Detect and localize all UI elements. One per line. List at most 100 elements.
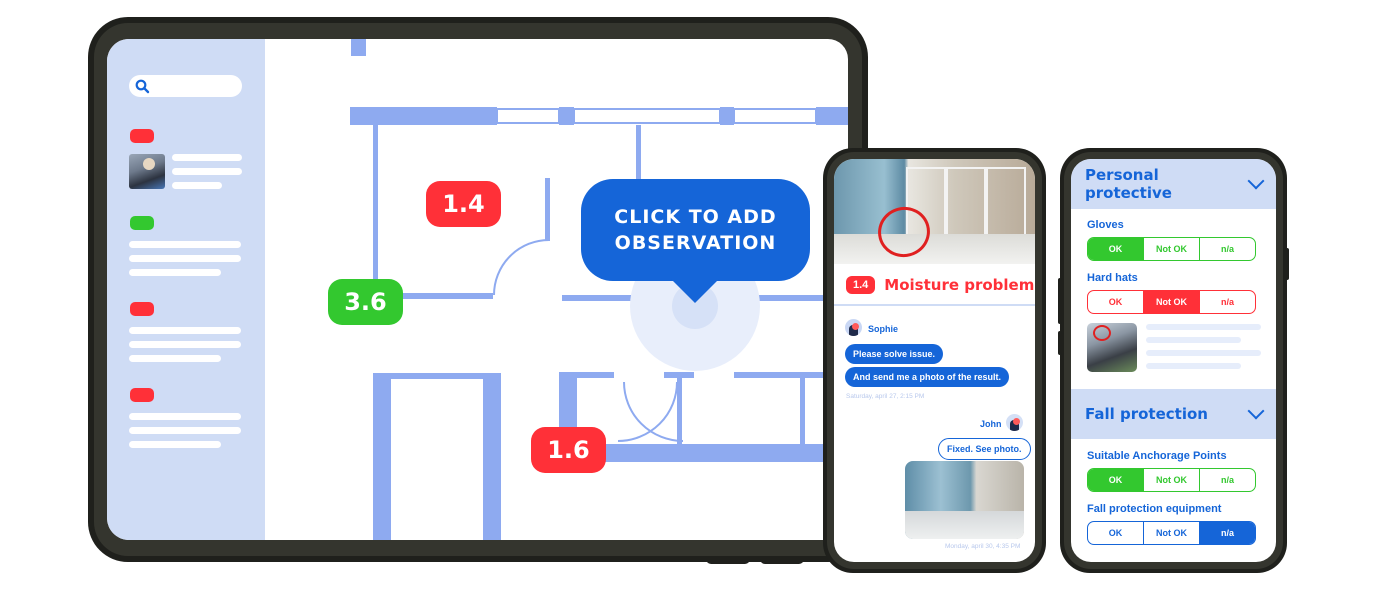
window-frame (946, 167, 986, 237)
answer-selector-fall-protection-equipment: OK Not OK n/a (1087, 521, 1256, 545)
observation-pin-1-4[interactable]: 1.4 (426, 181, 501, 227)
text-placeholder-line (1146, 350, 1261, 356)
callout-line-2: OBSERVATION (614, 232, 777, 254)
power-button (1285, 248, 1289, 280)
wall (733, 295, 848, 301)
text-placeholder-line (129, 355, 221, 362)
volume-button (1058, 278, 1062, 324)
option-na[interactable]: n/a (1199, 522, 1255, 544)
answer-selector-anchorage-points: OK Not OK n/a (1087, 468, 1256, 492)
section-header-personal-protective[interactable]: Personal protective (1071, 159, 1276, 209)
wall (734, 372, 848, 378)
wall (720, 107, 734, 125)
floor-plan-canvas[interactable]: CLICK TO ADD OBSERVATION 1.4 3.6 1.6 (265, 39, 848, 540)
search-input[interactable] (129, 75, 242, 97)
wall (559, 372, 577, 432)
status-tag-red (130, 129, 154, 143)
option-ok[interactable]: OK (1108, 528, 1123, 538)
chevron-down-icon[interactable] (1247, 172, 1265, 190)
issue-title: Moisture problem (884, 276, 1035, 294)
checklist-screen: Personal protective Gloves OK Not OK n/a… (1071, 159, 1276, 562)
wall (373, 373, 391, 540)
text-placeholder-line (129, 341, 241, 348)
text-placeholder-line (1146, 324, 1261, 330)
hard-hat-photo[interactable] (1087, 323, 1137, 372)
window (733, 108, 817, 124)
chat-phone: 1.4 Moisture problem Sophie Please solve… (823, 148, 1046, 573)
tablet-foot (706, 559, 750, 564)
issue-header: 1.4 Moisture problem (846, 276, 1034, 294)
status-tag-green (130, 216, 154, 230)
option-not-ok[interactable]: Not OK (1143, 291, 1199, 313)
wall (800, 375, 805, 449)
observation-pin-1-6[interactable]: 1.6 (531, 427, 606, 473)
text-placeholder-line (129, 427, 241, 434)
answer-selector-hard-hats: OK Not OK n/a (1087, 290, 1256, 314)
option-not-ok[interactable]: Not OK (1143, 238, 1199, 260)
callout-line-1: CLICK TO ADD (614, 206, 777, 228)
message-bubble: And send me a photo of the result. (845, 367, 1010, 387)
divider (834, 304, 1035, 306)
text-placeholder-line (129, 327, 241, 334)
wall (545, 178, 550, 241)
option-not-ok[interactable]: Not OK (1143, 469, 1199, 491)
issue-photo[interactable] (834, 159, 1035, 264)
sender-name: Sophie (868, 324, 899, 334)
wall (393, 293, 493, 299)
message-bubble: Please solve issue. (845, 344, 944, 364)
section-title: Personal protective (1085, 166, 1172, 202)
option-ok[interactable]: OK (1088, 469, 1143, 491)
wall (605, 444, 848, 462)
wall (350, 107, 497, 125)
problem-marker-circle (1093, 325, 1111, 341)
window-frame (986, 167, 1026, 237)
answer-selector-gloves: OK Not OK n/a (1087, 237, 1256, 261)
question-label: Hard hats (1087, 272, 1138, 284)
option-ok[interactable]: OK (1088, 238, 1143, 260)
status-tag-red (130, 388, 154, 402)
tablet-screen: CLICK TO ADD OBSERVATION 1.4 3.6 1.6 (107, 39, 848, 540)
window (496, 108, 560, 124)
message-timestamp: Saturday, april 27, 2:15 PM (846, 393, 925, 400)
tablet-foot (760, 559, 804, 564)
wall (373, 125, 378, 297)
add-observation-callout[interactable]: CLICK TO ADD OBSERVATION (581, 179, 810, 281)
window (573, 108, 721, 124)
section-header-fall-protection[interactable]: Fall protection (1071, 389, 1276, 439)
wall (483, 373, 501, 540)
wall (559, 372, 614, 378)
text-placeholder-line (129, 255, 241, 262)
reply-photo[interactable] (905, 461, 1024, 539)
text-placeholder-line (129, 241, 241, 248)
option-na[interactable]: n/a (1199, 291, 1255, 313)
text-placeholder-line (172, 182, 222, 189)
option-na[interactable]: n/a (1199, 238, 1255, 260)
text-placeholder-line (1146, 337, 1241, 343)
option-not-ok[interactable]: Not OK (1143, 522, 1199, 544)
question-label: Suitable Anchorage Points (1087, 450, 1227, 462)
issue-number-badge: 1.4 (846, 276, 876, 294)
section-title: Fall protection (1085, 405, 1208, 423)
photo-floor (834, 234, 1035, 264)
wall (562, 295, 672, 301)
avatar-john (1006, 414, 1023, 431)
observation-pin-3-6[interactable]: 3.6 (328, 279, 403, 325)
text-placeholder-line (129, 269, 221, 276)
text-placeholder-line (172, 154, 242, 161)
avatar-sophie (845, 319, 862, 336)
observations-sidebar (107, 39, 265, 540)
observation-thumbnail (129, 154, 165, 189)
text-placeholder-line (172, 168, 242, 175)
wall (816, 107, 848, 125)
wall (373, 373, 501, 379)
sender-name: John (980, 419, 1002, 429)
tablet-device: CLICK TO ADD OBSERVATION 1.4 3.6 1.6 (88, 17, 868, 564)
option-na[interactable]: n/a (1199, 469, 1255, 491)
text-placeholder-line (129, 413, 241, 420)
chevron-down-icon[interactable] (1247, 402, 1265, 420)
volume-button (1058, 331, 1062, 355)
chat-screen: 1.4 Moisture problem Sophie Please solve… (834, 159, 1035, 562)
option-ok[interactable]: OK (1108, 297, 1123, 307)
callout-pointer (671, 279, 719, 303)
